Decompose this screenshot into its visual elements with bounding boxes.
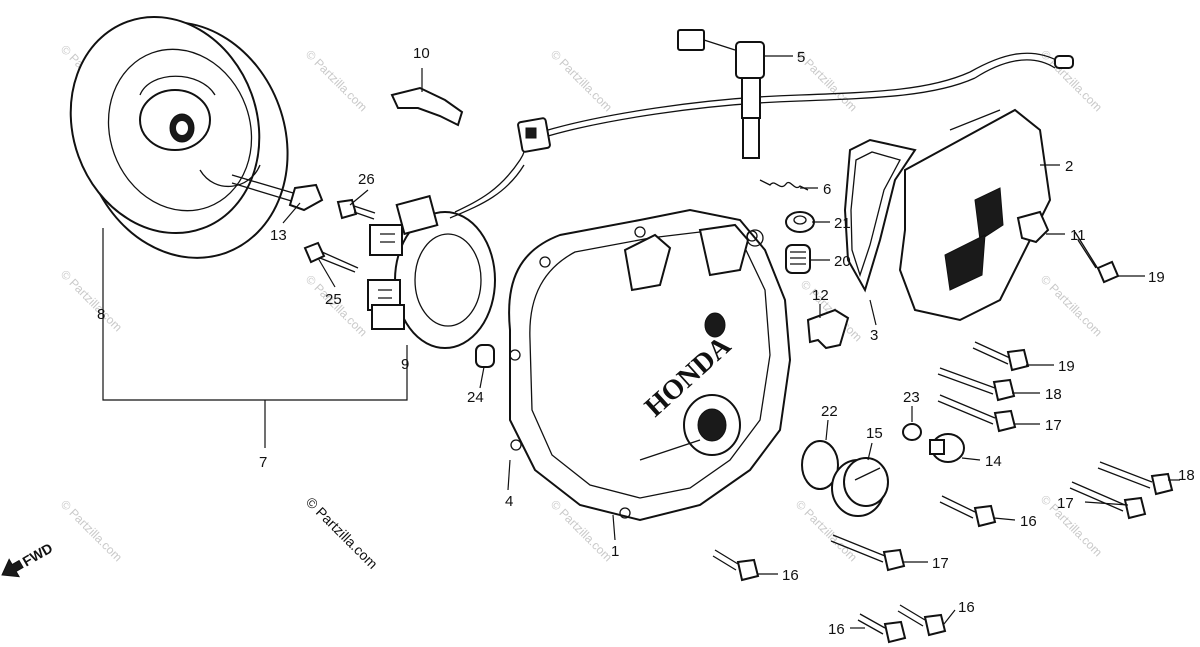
callout-24: 24: [467, 389, 484, 406]
stator-part: [367, 194, 496, 349]
connector-part: [517, 117, 551, 153]
plug-14-part: [929, 433, 965, 463]
callout-2: 2: [1065, 158, 1073, 175]
leader-lines: [102, 55, 1180, 629]
bolt-18-part: [937, 367, 1016, 402]
callout-15: 15: [866, 425, 883, 442]
cable-branch: [974, 59, 1056, 79]
callout-19: 19: [1058, 358, 1075, 375]
dowel-24-part: [475, 344, 495, 368]
copyright-notice: © Partzilla.com: [303, 494, 381, 572]
callout-17: 17: [932, 555, 949, 572]
watermark: © Partzilla.com: [1038, 272, 1105, 339]
callout-13: 13: [270, 227, 287, 244]
watermark: © Partzilla.com: [58, 497, 125, 564]
callout-8: 8: [97, 306, 105, 323]
bolt-16-part: [712, 549, 760, 582]
callout-21: 21: [834, 215, 851, 232]
o-ring-23-part: [902, 423, 922, 441]
terminal-part: [1054, 55, 1074, 69]
callout-3: 3: [870, 327, 878, 344]
flywheel-part: [69, 15, 289, 259]
collar-20-part: [785, 244, 811, 274]
sprocket-cover-part: [898, 108, 1052, 322]
bolt-17-part: [1069, 481, 1147, 520]
bolt-18-part: [1097, 461, 1174, 496]
callout-16: 16: [782, 567, 799, 584]
bolt-16-part: [897, 604, 947, 637]
callout-22: 22: [821, 403, 838, 420]
callout-11: 11: [1070, 227, 1086, 244]
clamp-10-part: [390, 86, 464, 127]
callout-6: 6: [823, 181, 831, 198]
o-ring-22-part: [801, 440, 839, 490]
callout-25: 25: [325, 291, 342, 308]
callout-16: 16: [1020, 513, 1037, 530]
callout-17: 17: [1045, 417, 1062, 434]
watermark: © Partzilla.com: [548, 47, 615, 114]
cable-branch: [969, 52, 1061, 73]
callout-1: 1: [611, 543, 619, 560]
callout-16: 16: [958, 599, 975, 616]
callout-20: 20: [834, 253, 851, 270]
bolt-13-part: [231, 174, 324, 212]
nut-21-part: [785, 211, 815, 233]
callout-18: 18: [1045, 386, 1062, 403]
watermark: © Partzilla.com: [58, 267, 125, 334]
callout-23: 23: [903, 389, 920, 406]
watermark: © Partzilla.com: [303, 47, 370, 114]
callout-17: 17: [1057, 495, 1074, 512]
gasket-part: [843, 138, 917, 293]
callout-5: 5: [797, 49, 805, 66]
clamp-12-part: [806, 308, 850, 350]
callout-19: 19: [1148, 269, 1165, 286]
pulse-sensor-part: [677, 29, 765, 159]
main-cable: [547, 71, 971, 131]
callout-4: 4: [505, 493, 513, 510]
bolt-16-part: [857, 613, 907, 644]
callout-18: 18: [1178, 467, 1195, 484]
bolt-16-part: [939, 495, 997, 528]
main-cable: [547, 77, 976, 137]
callout-10: 10: [413, 45, 430, 62]
bolt-25-part: [303, 241, 359, 273]
cap-15-part: [831, 457, 889, 517]
stator-wire: [449, 164, 525, 219]
callout-7: 7: [259, 454, 267, 471]
bolt-19-part: [972, 341, 1030, 372]
callout-16: 16: [828, 621, 845, 638]
bolt-17-part: [937, 394, 1017, 433]
callout-26: 26: [358, 171, 375, 188]
clip-11-part: [1016, 210, 1050, 244]
callout-12: 12: [812, 287, 829, 304]
crankcase-cover-part: HONDA: [508, 208, 792, 522]
callout-labels: 1 2 3 4 5 6 7 8 9 10 11 12 13 14 15 16 1…: [97, 45, 1195, 638]
callout-9: 9: [401, 356, 409, 373]
fwd-indicator: FWD: [1, 540, 56, 578]
callout-14: 14: [985, 453, 1002, 470]
bolt-26-part: [336, 198, 376, 220]
bolt-17-part: [830, 534, 906, 572]
spring-part: [759, 179, 809, 191]
fwd-label: FWD: [20, 540, 56, 570]
